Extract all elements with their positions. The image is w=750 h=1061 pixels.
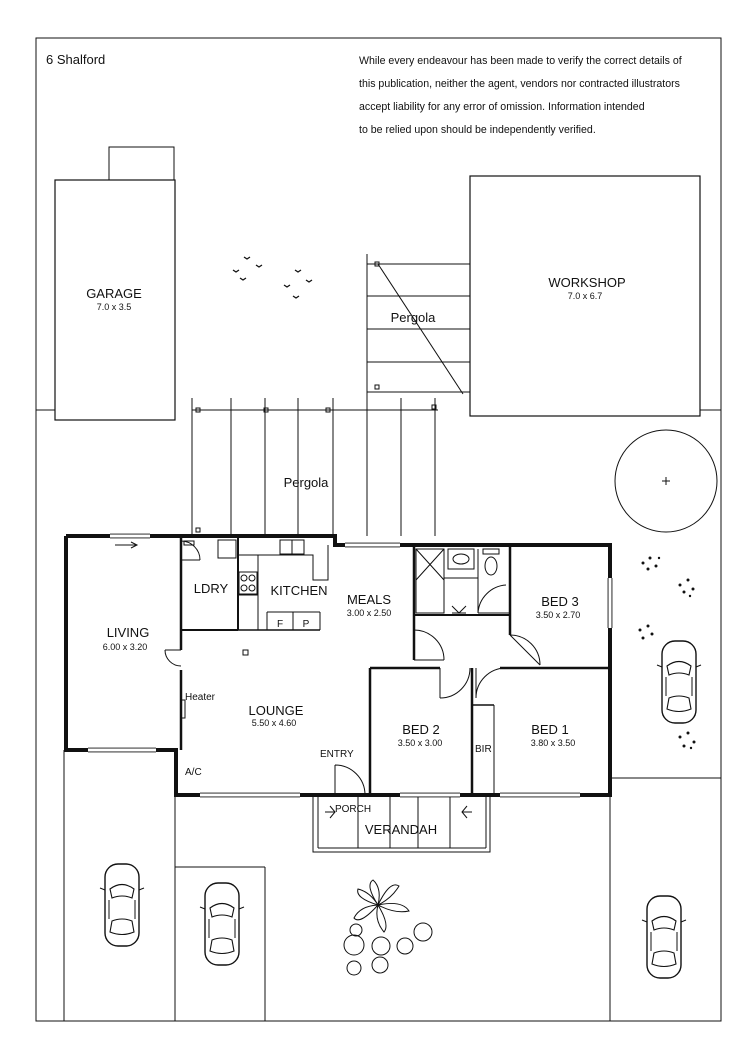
heater-label: Heater (185, 692, 216, 703)
workshop: WORKSHOP 7.0 x 6.7 (469, 175, 701, 417)
pantry-label: P (303, 619, 310, 630)
car-icon (641, 895, 687, 979)
kitchen-label: KITCHEN (270, 583, 327, 598)
workshop-dims: 7.0 x 6.7 (568, 291, 603, 301)
bird-marks (232, 256, 313, 299)
kitchen-fixtures: F P (238, 539, 329, 630)
laundry-fixtures (183, 539, 237, 559)
lounge-label: LOUNGE (249, 703, 304, 718)
lounge-dims: 5.50 x 4.60 (252, 718, 297, 728)
car-icon (199, 882, 245, 966)
pergola-upper: Pergola (366, 254, 470, 398)
bir-label: BIR (475, 744, 492, 755)
property-address: 6 Shalford (46, 52, 106, 67)
garden-plant (343, 879, 433, 976)
garage-label: GARAGE (86, 286, 142, 301)
disclaimer-line: While every endeavour has been made to v… (359, 55, 682, 67)
pergola-upper-label: Pergola (391, 310, 437, 325)
ldry-label: LDRY (194, 581, 229, 596)
meals-label: MEALS (347, 592, 391, 607)
bathroom-fixtures (415, 548, 510, 614)
disclaimer-line: to be relied upon should be independentl… (359, 124, 596, 136)
workshop-label: WORKSHOP (548, 275, 625, 290)
ac-label: A/C (185, 767, 202, 778)
shrub-marks (638, 556, 696, 750)
porch-label: PORCH (335, 804, 371, 815)
garage-dims: 7.0 x 3.5 (97, 302, 132, 312)
tree-canopy (614, 429, 718, 533)
bed3-label: BED 3 (541, 594, 579, 609)
property-boundary (35, 37, 722, 1022)
bed2-dims: 3.50 x 3.00 (398, 738, 443, 748)
room-labels: LIVING 6.00 x 3.20 LDRY KITCHEN MEALS 3.… (103, 581, 581, 778)
disclaimer-line: accept liability for any error of omissi… (359, 101, 645, 113)
verandah: PORCH VERANDAH (312, 795, 491, 853)
misc-markers (115, 541, 249, 719)
car-icon (99, 863, 145, 947)
bed1-label: BED 1 (531, 722, 569, 737)
pergola-lower-label: Pergola (284, 475, 330, 490)
meals-dims: 3.00 x 2.50 (347, 608, 392, 618)
pergola-lower: Pergola (191, 398, 438, 536)
fridge-label: F (277, 619, 283, 630)
living-dims: 6.00 x 3.20 (103, 642, 148, 652)
garage: GARAGE 7.0 x 3.5 (54, 146, 176, 421)
house-walls (64, 533, 613, 798)
disclaimer: While every endeavour has been made to v… (359, 50, 719, 142)
car-icon (656, 640, 702, 724)
bed1-dims: 3.80 x 3.50 (531, 738, 576, 748)
bed2-label: BED 2 (402, 722, 440, 737)
verandah-label: VERANDAH (365, 822, 437, 837)
entry-label: ENTRY (320, 749, 354, 760)
living-label: LIVING (107, 625, 150, 640)
disclaimer-line: this publication, neither the agent, ven… (359, 78, 680, 90)
bed3-dims: 3.50 x 2.70 (536, 610, 581, 620)
